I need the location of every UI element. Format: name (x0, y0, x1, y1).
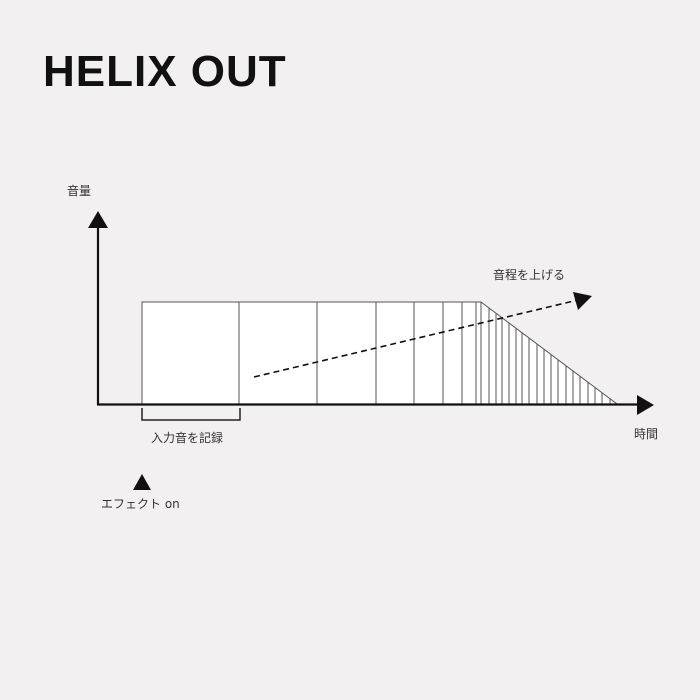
page-title: HELIX OUT (43, 47, 287, 96)
effect-on-marker-icon (133, 474, 151, 490)
pitch-arrowhead-icon (573, 292, 592, 310)
segment-lines (238, 302, 611, 404)
y-axis-label: 音量 (67, 184, 92, 198)
record-input-label: 入力音を記録 (151, 431, 224, 445)
x-axis-label: 時間 (634, 427, 659, 441)
y-axis-arrow-icon (88, 211, 108, 228)
record-bracket (141, 408, 241, 421)
raise-pitch-label: 音程を上げる (493, 268, 566, 282)
sound-block (141, 301, 619, 405)
effect-on-label: エフェクト on (101, 497, 180, 511)
pitch-rise-dashed-line (253, 299, 579, 378)
x-axis-arrow-icon (637, 395, 654, 415)
